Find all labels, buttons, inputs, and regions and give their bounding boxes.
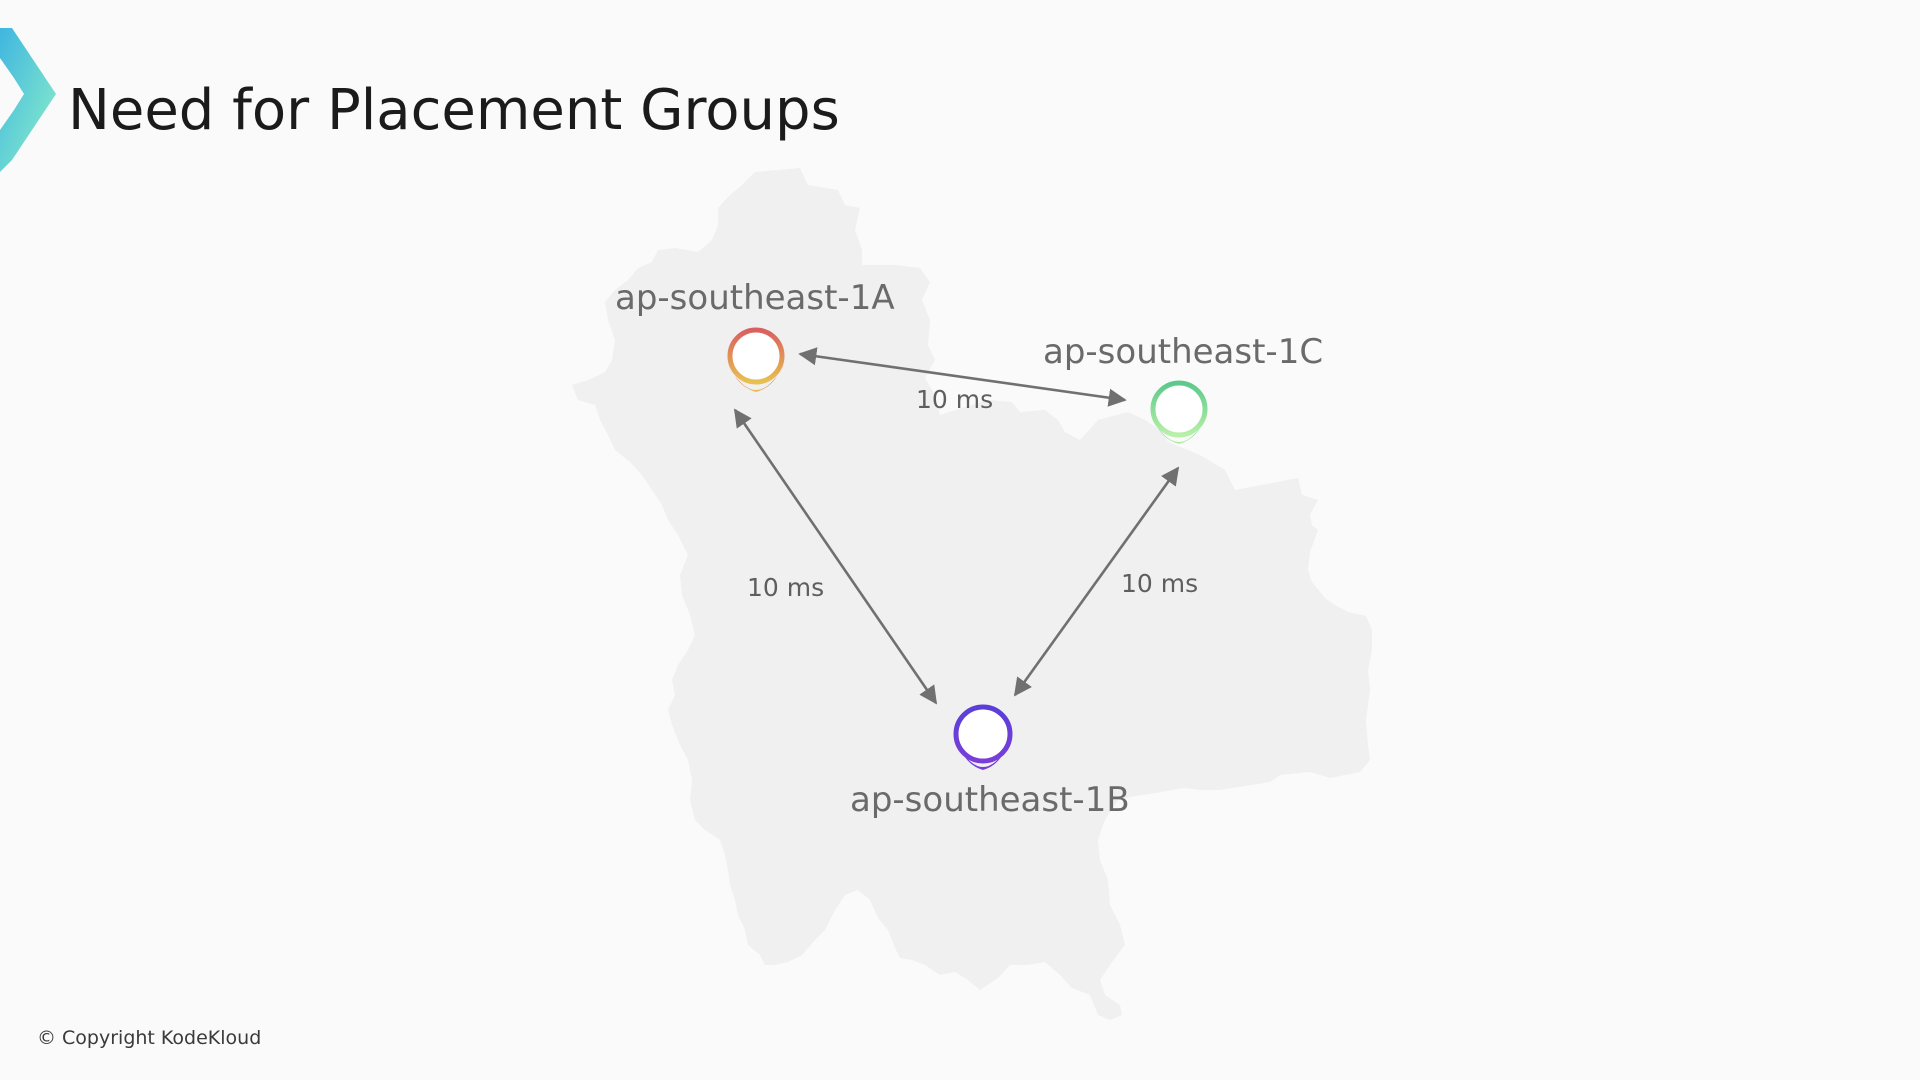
link-1a-1b bbox=[733, 408, 938, 705]
zone-label-1c: ap-southeast-1C bbox=[1043, 332, 1324, 372]
zone-label-1b: ap-southeast-1B bbox=[850, 780, 1130, 820]
brand-chevron-icon bbox=[0, 28, 56, 172]
map-region-shape bbox=[572, 168, 1372, 1020]
map-pin-1b-icon bbox=[953, 704, 1013, 770]
copyright-notice: © Copyright KodeKloud bbox=[37, 1027, 262, 1049]
link-1c-1b bbox=[1013, 466, 1180, 697]
map-pin-1c-icon bbox=[1150, 380, 1208, 444]
slide-title: Need for Placement Groups bbox=[68, 78, 840, 143]
map-pin-1a-icon bbox=[727, 327, 785, 392]
link-1a-1c bbox=[798, 347, 1127, 407]
zone-label-1a: ap-southeast-1A bbox=[615, 278, 895, 318]
latency-label-1c-1b: 10 ms bbox=[1121, 569, 1199, 598]
latency-label-1a-1c: 10 ms bbox=[916, 385, 994, 414]
latency-label-1a-1b: 10 ms bbox=[747, 573, 825, 602]
